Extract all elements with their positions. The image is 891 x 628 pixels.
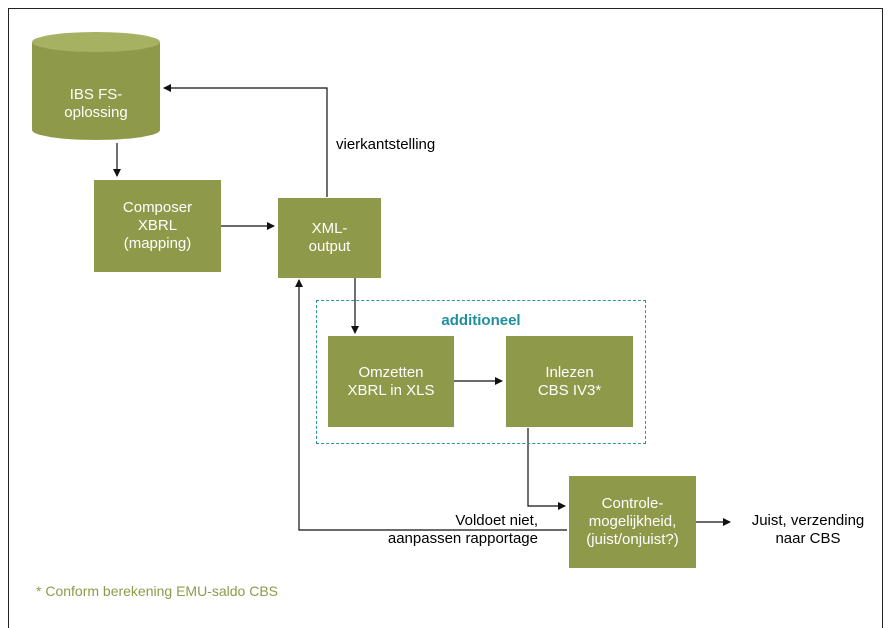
node-omzetten: Omzetten XBRL in XLS bbox=[328, 336, 454, 427]
node-inlezen: Inlezen CBS IV3* bbox=[506, 336, 633, 427]
node-xml-output: XML- output bbox=[278, 198, 381, 278]
node-ibs-fs: IBS FS- oplossing bbox=[64, 86, 128, 121]
label-voldoet-niet: Voldoet niet, aanpassen rapportage bbox=[387, 512, 538, 547]
group-title: additioneel bbox=[441, 312, 521, 329]
arrow-inlezen-to-controle bbox=[527, 428, 566, 510]
node-composer-xbrl: Composer XBRL (mapping) bbox=[94, 180, 221, 272]
arrow-xml-to-ibs bbox=[163, 84, 328, 197]
label-juist-verzending: Juist, verzending naar CBS bbox=[751, 512, 865, 547]
footnote: * Conform berekening EMU-saldo CBS bbox=[36, 583, 278, 599]
node-controle: Controle- mogelijkheid, (juist/onjuist?) bbox=[569, 476, 696, 568]
ibs-database-cylinder bbox=[32, 32, 160, 140]
label-vierkantstelling: vierkantstelling bbox=[336, 136, 436, 153]
diagram-frame bbox=[8, 8, 883, 628]
arrow-controle-to-xml bbox=[295, 279, 567, 531]
group-additioneel bbox=[316, 300, 646, 444]
